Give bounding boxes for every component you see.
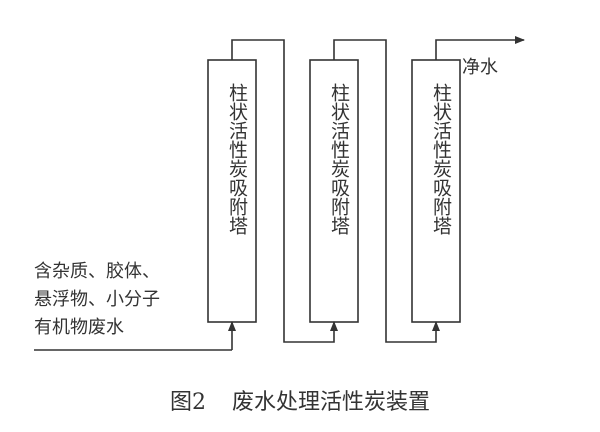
outlet-label: 净水	[462, 57, 498, 78]
inlet-line-2: 悬浮物、小分子	[34, 289, 160, 310]
inlet-line-3: 有机物废水	[34, 317, 124, 338]
figure-number: 图2	[169, 390, 206, 415]
figure-title: 废水处理活性炭装置	[231, 390, 430, 415]
column-label-2: 柱状活性炭吸附塔	[328, 83, 350, 235]
inlet-line-1: 含杂质、胶体、	[34, 261, 160, 282]
connector-2-3	[333, 39, 440, 343]
column-label-1: 柱状活性炭吸附塔	[226, 83, 248, 235]
connector-1-2	[231, 39, 338, 343]
figure-caption: 图2 废水处理活性炭装置	[0, 384, 600, 416]
adsorption-column-1	[207, 59, 257, 323]
adsorption-column-2	[309, 59, 359, 323]
inlet-description: 含杂质、胶体、 悬浮物、小分子 有机物废水	[34, 258, 160, 342]
outlet-pipe	[435, 36, 525, 60]
column-label-3: 柱状活性炭吸附塔	[430, 83, 452, 235]
